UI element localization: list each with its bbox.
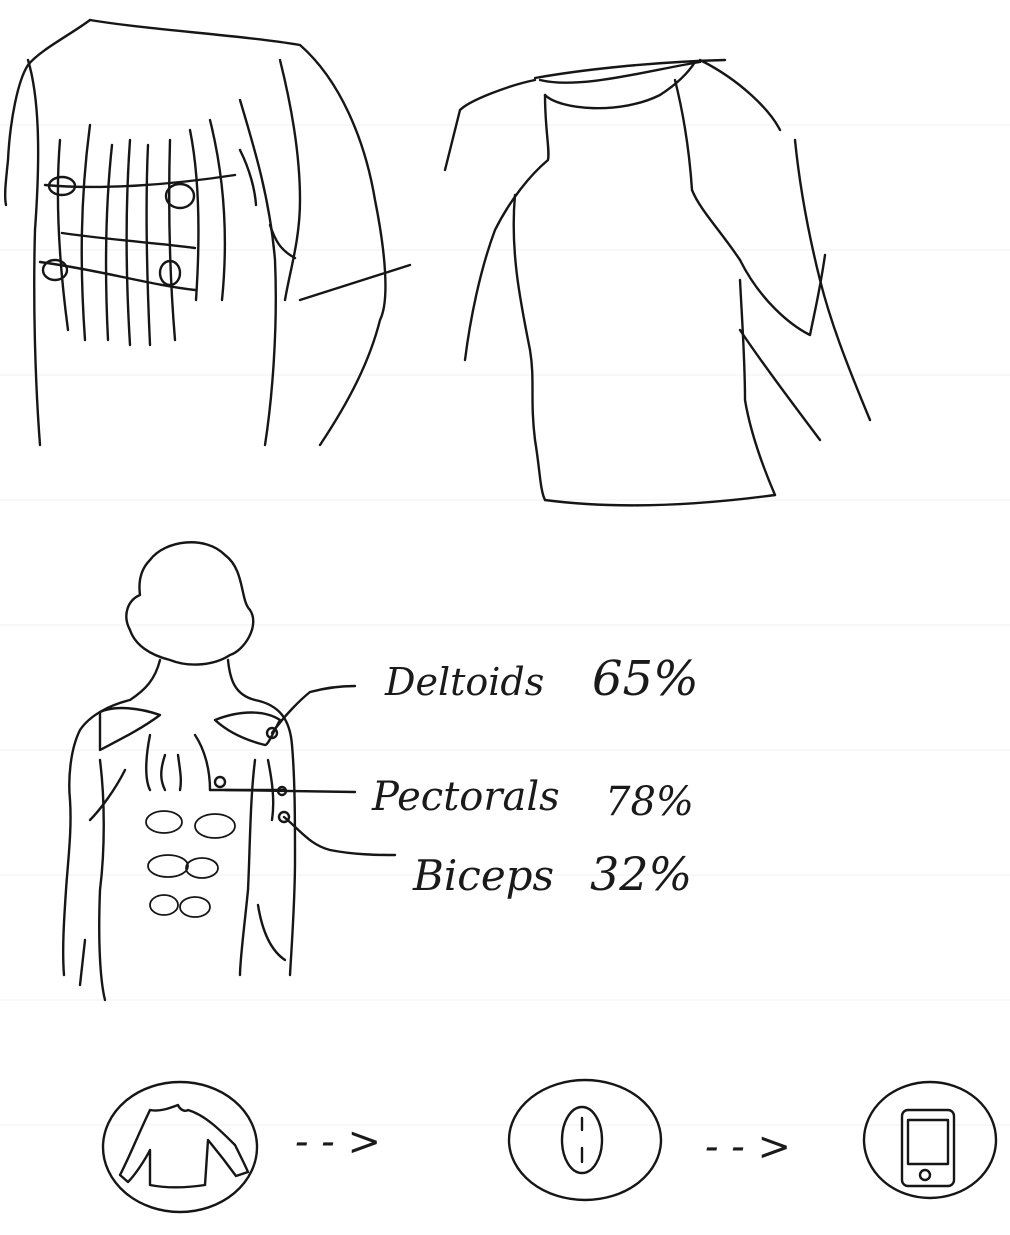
deltoid-sensor-dot — [265, 726, 279, 740]
compression-shirt-sketch — [443, 58, 872, 507]
muscle-label-deltoids: Deltoids 65% — [384, 651, 699, 707]
flow-step-phone — [862, 1080, 998, 1200]
biceps-name: Biceps — [412, 851, 554, 900]
deltoid-leader-line — [270, 684, 357, 735]
flow-arrow-2: - - > — [705, 1124, 791, 1170]
flow-arrow-1: - - > — [295, 1119, 381, 1165]
flow-step-sensor — [507, 1078, 663, 1202]
sensor-module-icon — [560, 1105, 604, 1175]
pectoral-leader-line — [223, 788, 357, 794]
shirt-icon — [118, 1103, 250, 1189]
muscle-label-pectorals: Pectorals 78% — [371, 774, 694, 825]
smartphone-icon — [900, 1108, 956, 1188]
deltoids-value: 65% — [592, 651, 699, 707]
bicep-leader-line — [282, 815, 397, 857]
pectorals-value: 78% — [605, 779, 694, 825]
pectoral-sensor-dot — [213, 775, 227, 789]
bicep-sensor-dot — [277, 810, 291, 824]
pectoral-sensor-dot-2 — [276, 785, 288, 797]
sensor-shirt-back-sketch — [3, 18, 412, 447]
deltoids-name: Deltoids — [384, 660, 544, 704]
paper-rules — [0, 124, 1010, 1126]
muscle-label-biceps: Biceps 32% — [412, 847, 692, 901]
flow-step-shirt — [101, 1080, 259, 1214]
pectorals-name: Pectorals — [371, 774, 560, 820]
biceps-value: 32% — [590, 847, 692, 901]
torso-muscle-map-sketch — [61, 541, 397, 1002]
